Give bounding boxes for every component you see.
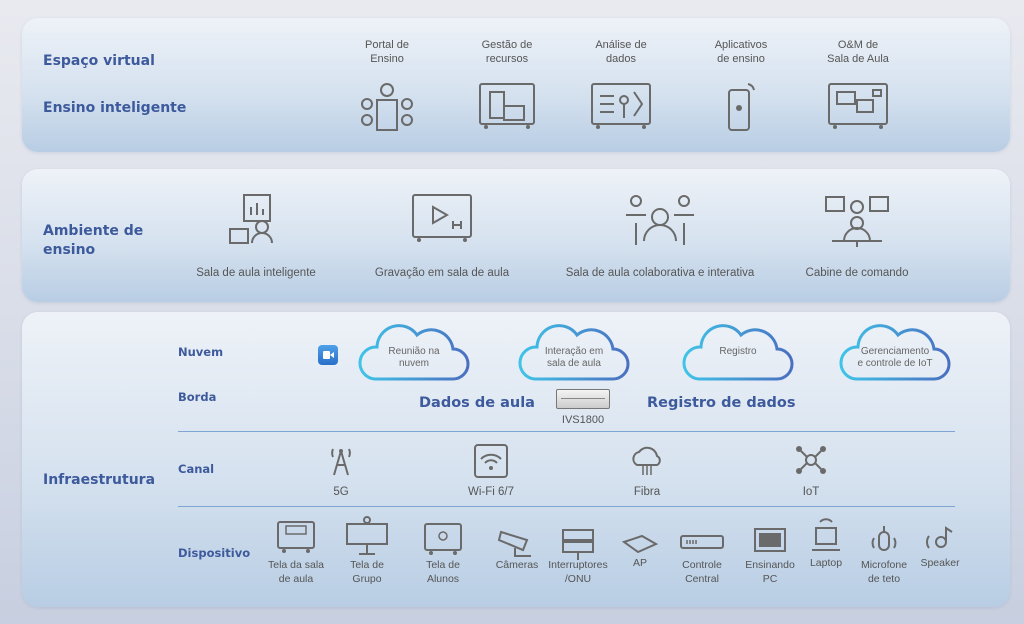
label-line: /ONU	[564, 573, 592, 585]
device-icon	[620, 532, 660, 554]
label-line: Laptop	[809, 557, 843, 569]
cloud-service: Registro	[679, 324, 797, 382]
channel-icon	[473, 443, 509, 479]
device-icon	[871, 524, 897, 558]
label-line: Ensinando	[745, 559, 795, 571]
ivs1800-device-icon	[556, 389, 610, 409]
device-icon	[423, 522, 463, 558]
label-line: Portal de	[364, 39, 410, 51]
label-line: recursos	[485, 53, 529, 65]
virtual-item-icon	[827, 82, 889, 132]
label-line: Tela da sala	[267, 559, 325, 571]
channel-layer-label: Canal	[178, 462, 215, 476]
cloud-layer-label: Nuvem	[178, 345, 224, 359]
label-line: de ensino	[717, 53, 765, 65]
label-line: Cabine de comando	[805, 267, 909, 279]
device-icon	[925, 524, 955, 552]
infrastructure-panel	[22, 312, 1010, 607]
class-data-label: Dados de aula	[419, 395, 535, 411]
smart-teaching-title: Ensino inteligente	[43, 100, 187, 116]
cloud-label: Interação em	[544, 346, 604, 357]
label-line: Aplicativos	[714, 39, 768, 51]
label-line: AP	[633, 557, 648, 569]
label-line: Grupo	[352, 573, 382, 585]
environment-title: Ambiente de ensino	[43, 222, 143, 260]
label-line: de teto	[867, 573, 901, 585]
cloud-label: Reunião na	[388, 346, 440, 357]
environment-item-icon	[622, 193, 698, 251]
divider	[178, 506, 955, 507]
label-line: Análise de	[595, 39, 647, 51]
device-icon	[497, 526, 537, 560]
infrastructure-title: Infraestrutura	[43, 472, 156, 488]
label-line: Ensino	[370, 53, 404, 65]
label-line: Interruptores	[548, 559, 608, 571]
data-recording-label: Registro de dados	[647, 395, 796, 411]
cloud-label: sala de aula	[547, 358, 601, 369]
label-line: Microfone	[860, 559, 908, 571]
label-line: Central	[685, 573, 719, 585]
environment-title-line1: Ambiente de	[43, 223, 144, 239]
label-line: de aula	[278, 573, 314, 585]
label-line: dados	[606, 53, 636, 65]
label-line: Fibra	[633, 486, 661, 498]
virtual-item-icon	[357, 82, 417, 134]
label-line: Gestão de	[481, 39, 533, 51]
label-line: O&M de	[837, 39, 879, 51]
label-line: IoT	[802, 486, 820, 498]
channel-icon	[793, 443, 829, 477]
cloud-label: Registro	[719, 346, 757, 357]
label-line: Gravação em sala de aula	[374, 267, 510, 279]
label-line: Sala de Aula	[827, 53, 889, 65]
device-layer-label: Dispositivo	[178, 546, 251, 560]
device-icon	[561, 528, 595, 562]
environment-item-icon	[411, 193, 473, 245]
device-icon	[810, 518, 842, 554]
virtual-item-icon	[726, 82, 756, 134]
device-icon	[679, 532, 725, 552]
device-icon	[345, 516, 389, 556]
label-line: Wi-Fi 6/7	[468, 486, 514, 498]
device-icon	[276, 520, 316, 556]
channel-icon	[629, 443, 665, 477]
ivs1800-text: IVS1800	[561, 414, 605, 426]
label-line: Tela de	[426, 559, 460, 571]
label-line: Câmeras	[495, 559, 539, 571]
meeting-app-icon	[318, 345, 338, 365]
label-line: Sala de aula colaborativa e interativa	[565, 267, 755, 279]
cloud-label: nuvem	[398, 358, 429, 369]
label-line: Speaker	[920, 557, 960, 569]
label-line: Alunos	[426, 573, 460, 585]
environment-item-icon	[226, 193, 286, 251]
label-line: PC	[762, 573, 778, 585]
device-icon	[753, 527, 787, 553]
label-line: Tela de	[350, 559, 384, 571]
environment-item-icon	[822, 193, 892, 251]
cloud-label: Gerenciamento	[860, 346, 930, 357]
cloud-label: e controle de IoT	[857, 358, 933, 369]
label-line: Sala de aula inteligente	[196, 267, 316, 279]
divider	[178, 431, 955, 432]
virtual-item-icon	[590, 82, 652, 132]
virtual-space-title: Espaço virtual	[43, 53, 155, 69]
environment-title-line2: ensino	[43, 242, 96, 258]
virtual-item-icon	[478, 82, 536, 132]
channel-icon	[329, 443, 353, 477]
edge-layer-label: Borda	[178, 390, 217, 404]
label-line: 5G	[333, 486, 349, 498]
label-line: Controle	[682, 559, 722, 571]
